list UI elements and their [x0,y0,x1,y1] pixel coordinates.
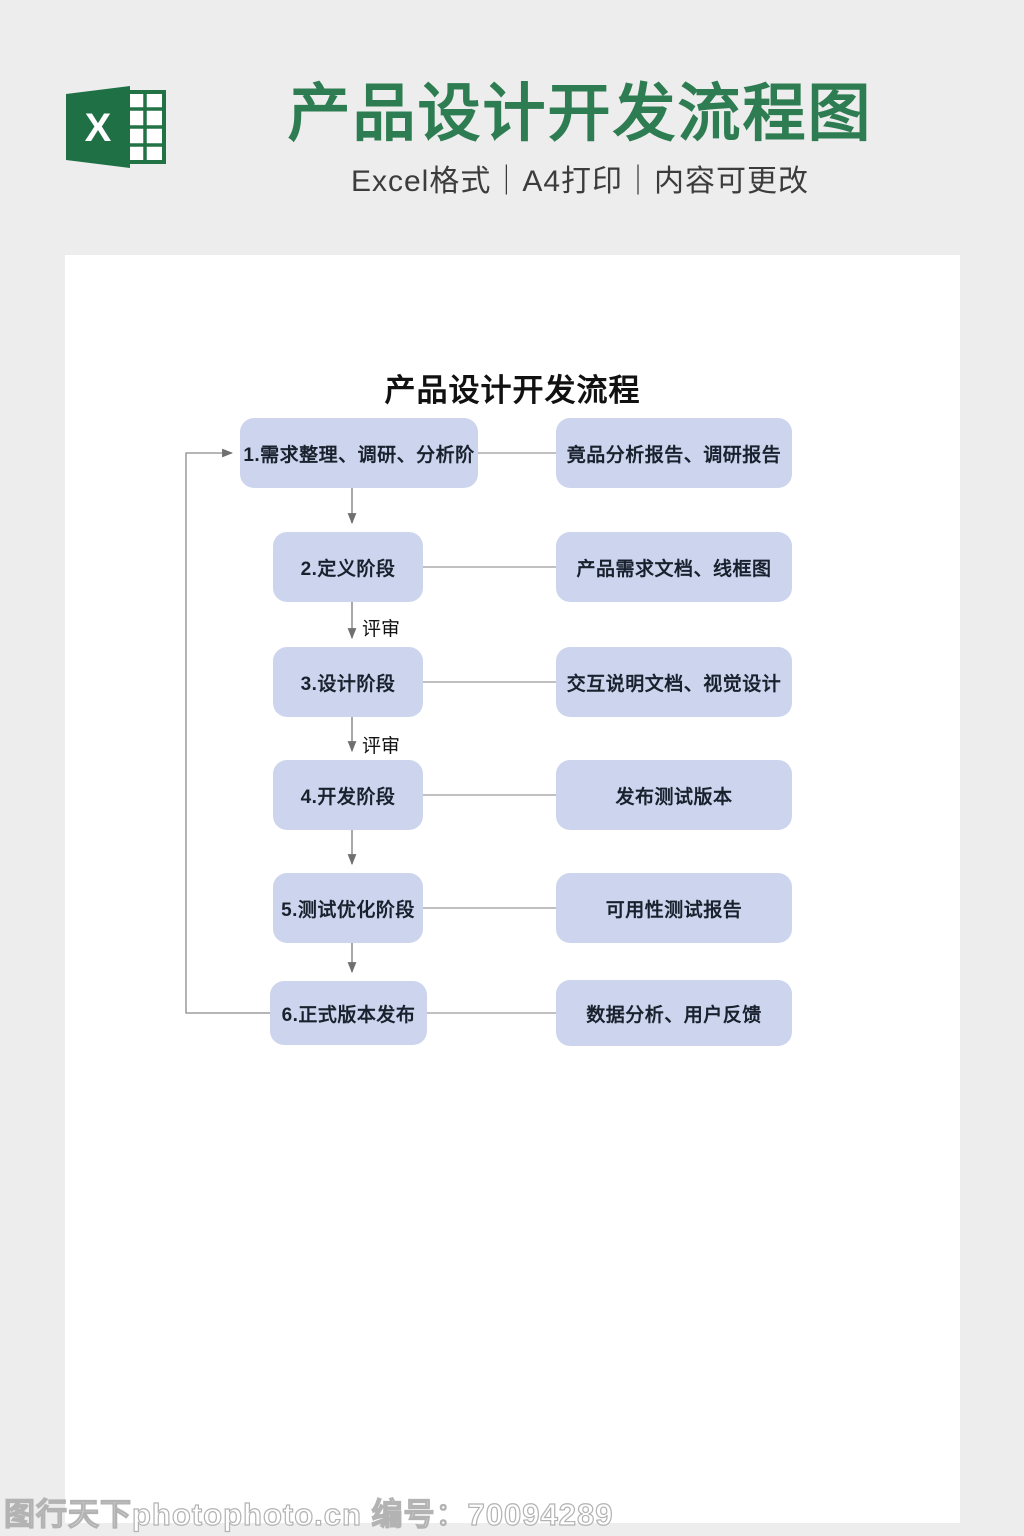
page-title: 产品设计开发流程图 [287,79,873,149]
stage-label: 4.开发阶段 [300,786,396,808]
review-label-1: 评审 [362,619,401,640]
page-subtitle: Excel格式｜A4打印｜内容可更改 [350,165,810,198]
stage-box-2: 2.定义阶段 [273,532,423,602]
output-label: 可用性测试报告 [605,899,743,921]
stage-label: 6.正式版本发布 [281,1004,416,1026]
watermark-text: 图行天下photophoto.cn 编号：70094289 [3,1496,614,1532]
excel-icon: X [66,86,166,168]
output-label: 交互说明文档、视觉设计 [566,673,782,695]
stage-label: 2.定义阶段 [300,558,396,580]
feedback-loop-arrow [185,448,270,1014]
output-box-2: 产品需求文档、线框图 [556,532,792,602]
output-box-1: 竟品分析报告、调研报告 [556,418,792,488]
stage-label: 1.需求整理、调研、分析阶 [243,444,475,466]
stage-box-6: 6.正式版本发布 [270,981,427,1045]
stage-box-5: 5.测试优化阶段 [273,873,423,943]
stage-box-1: 1.需求整理、调研、分析阶 [240,418,478,488]
output-label: 竟品分析报告、调研报告 [566,444,782,466]
review-label-2: 评审 [362,736,401,757]
output-box-5: 可用性测试报告 [556,873,792,943]
stage-label: 5.测试优化阶段 [281,899,415,921]
excel-x-panel [66,86,130,168]
header: X 产品设计开发流程图 Excel格式｜A4打印｜内容可更改 [0,0,1024,255]
output-box-6: 数据分析、用户反馈 [556,980,792,1046]
output-label: 数据分析、用户反馈 [586,1004,762,1026]
flowchart-title: 产品设计开发流程 [384,373,641,408]
connector-layer [185,448,556,1014]
output-box-3: 交互说明文档、视觉设计 [556,647,792,717]
output-label: 产品需求文档、线框图 [576,558,772,580]
excel-x-letter: X [85,106,112,150]
output-box-4: 发布测试版本 [556,760,792,830]
stage-label: 3.设计阶段 [300,673,396,695]
stage-box-3: 3.设计阶段 [273,647,423,717]
stage-box-4: 4.开发阶段 [273,760,423,830]
output-label: 发布测试版本 [615,786,733,808]
template-preview-page: 产品设计开发流程 1.需求整理、调研、分析阶 2.定义阶段 3.设计阶段 4.开… [65,255,960,1523]
